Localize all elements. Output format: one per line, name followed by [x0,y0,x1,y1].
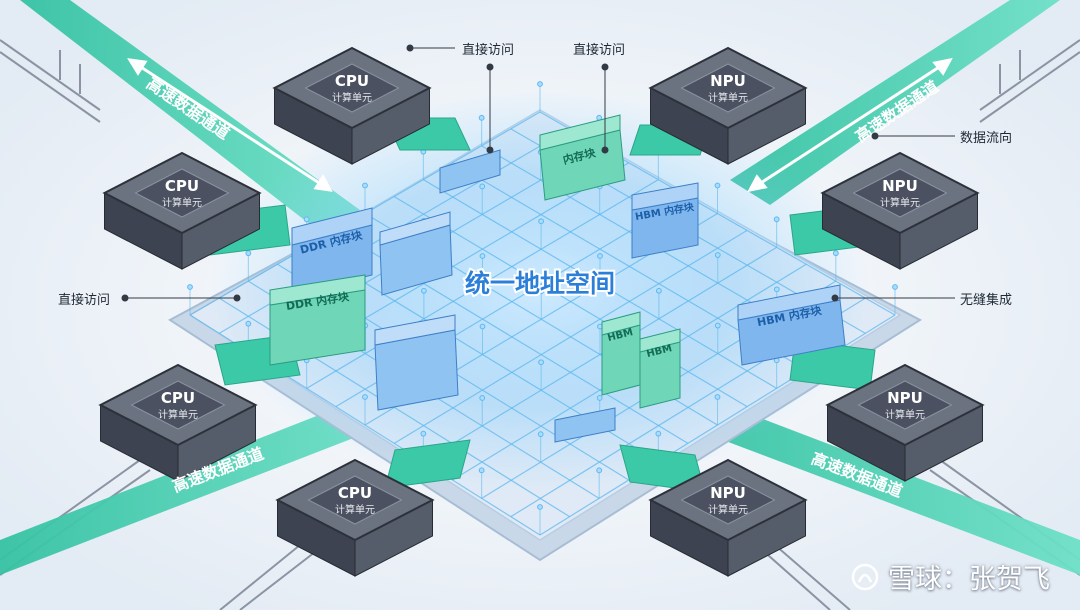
npu-unit-bottom-right-subtitle: 计算单元 [885,408,925,421]
callout-data-flow: 数据流向 [960,131,1013,146]
mesh-node [537,431,544,438]
mem-plain-2 [374,314,459,411]
cpu-unit-bottom-left-subtitle: 计算单元 [158,408,198,421]
channel-arrows [127,57,953,193]
callout-leaders [121,44,955,302]
callout-seamless: 无缝集成 [960,293,1013,308]
mesh-node [187,284,193,290]
memory-blocks: DDR 内存块 DDR 内存块 内存块 HBM 内存块 HBM 内存块 [269,114,846,443]
data-channels [0,0,1080,575]
mem-hbm-a: HBM [601,311,641,396]
npu-unit-bottom-title: NPU [710,484,746,502]
cpu-unit-left-subtitle: 计算单元 [162,196,202,209]
watermark: 雪球：张贺飞 [850,557,1050,596]
callout-direct-access-3: 直接访问 [58,293,111,308]
mesh-node [596,467,603,474]
mem-plain-1 [379,211,453,296]
mesh-node [538,359,545,366]
mesh-node [655,430,662,437]
mem-hbm-b: HBM [639,328,681,409]
channel-top-right [730,0,1060,205]
npu-unit-top-right-title: NPU [710,72,746,90]
mem-plain-4 [554,407,616,443]
mesh-node [478,467,485,474]
center-label: 统一地址空间 [465,269,615,298]
mesh-node [655,287,662,294]
mem-ddr-b: DDR 内存块 [269,274,366,366]
cpu-unit-top-left-title: CPU [335,72,369,90]
mesh-node [597,253,603,259]
mesh-node [714,252,721,258]
snowball-logo-icon [851,563,879,590]
mesh-node [478,114,485,121]
mesh-node [479,323,486,330]
mesh-node [362,394,368,400]
mesh-node [479,253,486,259]
mesh-node [714,182,721,189]
mesh-node [714,322,721,329]
mesh-node [538,288,545,295]
mesh-node [537,504,543,510]
npu-unit-right-title: NPU [882,177,918,195]
callout-direct-access-2: 直接访问 [573,43,626,58]
mesh-node [773,216,780,223]
channel-bottom-right [670,395,1080,575]
mesh-node [479,183,486,190]
channel-bottom-left [0,395,400,575]
cpu-unit-bottom-left-title: CPU [161,389,195,407]
npu-unit-right-subtitle: 计算单元 [880,196,920,209]
connector-cpu-4 [384,439,471,489]
mem-hbm-top: HBM 内存块 [631,182,699,259]
cpu-unit-bottom-title: CPU [338,484,372,502]
mesh-node [245,320,252,327]
mem-hbm-right: HBM 内存块 [737,284,846,366]
npu-unit-bottom-right-title: NPU [887,389,923,407]
mesh-node [892,284,898,290]
mesh-node [773,286,780,293]
mesh-node [832,250,839,257]
mesh-node [596,395,603,401]
cpu-unit-left-title: CPU [165,177,199,195]
mesh-node [479,395,486,401]
mesh-node [538,218,545,225]
watermark-text: 雪球：张贺飞 [888,564,1050,595]
mesh-node [420,430,427,437]
mesh-node [245,250,252,257]
mesh-node [714,394,721,400]
truss-structures [0,39,1080,610]
cpu-unit-top-left-subtitle: 计算单元 [332,91,372,104]
mesh-node [420,287,427,294]
npu-unit-top-right-subtitle: 计算单元 [708,91,748,104]
mesh-node [537,81,543,87]
mem-plain-3 [439,149,501,194]
compute-units: CPU计算单元CPU计算单元CPU计算单元CPU计算单元NPU计算单元NPU计算… [98,46,985,577]
mesh-node [362,182,368,189]
cpu-unit-bottom-subtitle: 计算单元 [335,503,375,516]
npu-unit-bottom-subtitle: 计算单元 [708,503,748,516]
callout-direct-access-1: 直接访问 [462,43,515,58]
mesh-node [303,216,310,223]
